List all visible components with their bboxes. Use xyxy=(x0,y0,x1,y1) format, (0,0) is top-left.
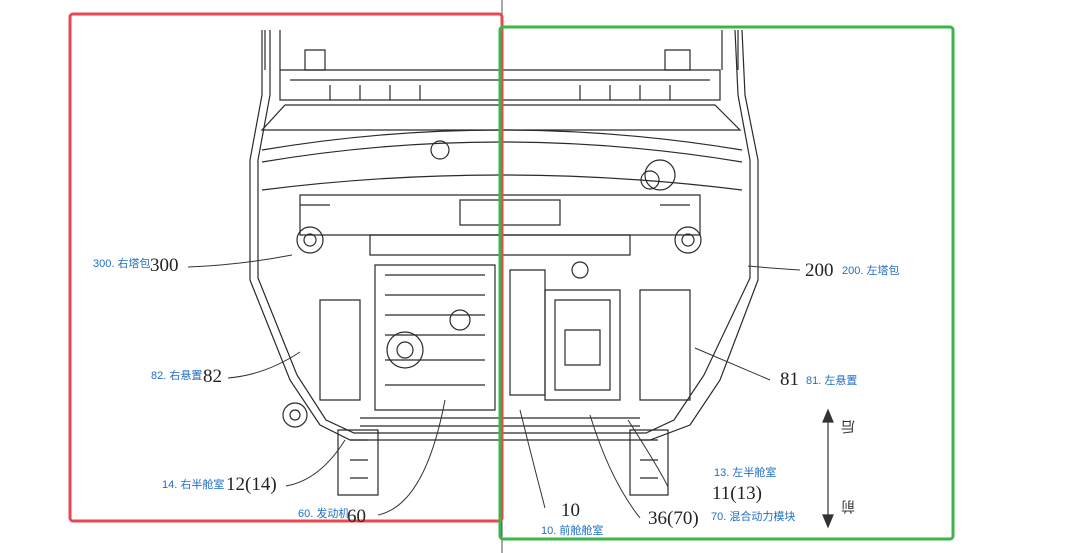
left-half-box xyxy=(498,25,955,541)
label-right-half-cabin: 14. 右半舱室 xyxy=(162,479,225,491)
label-left-half-cabin: 13. 左半舱室 xyxy=(714,467,777,479)
label-engine: 60. 发动机 xyxy=(298,508,350,520)
vehicle-front-structure xyxy=(249,29,759,496)
callout-60: 60 xyxy=(347,506,366,527)
callout-81: 81 xyxy=(780,369,799,390)
label-right-mount: 82. 右悬置 xyxy=(151,370,203,382)
direction-rear: 后 xyxy=(841,420,857,434)
label-hybrid-module: 70. 混合动力模块 xyxy=(711,511,796,523)
callout-36-70: 36(70) xyxy=(648,508,699,529)
callout-300: 300 xyxy=(150,255,179,276)
direction-arrow xyxy=(822,408,834,529)
callout-11-13: 11(13) xyxy=(712,483,762,504)
direction-front: 前 xyxy=(841,500,857,514)
label-left-mount: 81. 左悬置 xyxy=(806,375,858,387)
callout-200: 200 xyxy=(805,260,834,281)
label-right-tower: 300. 右塔包 xyxy=(93,258,151,270)
callout-10: 10 xyxy=(561,500,580,521)
right-half-box xyxy=(68,12,504,523)
callout-82: 82 xyxy=(203,366,222,387)
label-front-cabin: 10. 前舱舱室 xyxy=(541,525,604,537)
label-left-tower: 200. 左塔包 xyxy=(842,265,900,277)
callout-12-14: 12(14) xyxy=(226,474,277,495)
leader-lines xyxy=(187,254,801,519)
